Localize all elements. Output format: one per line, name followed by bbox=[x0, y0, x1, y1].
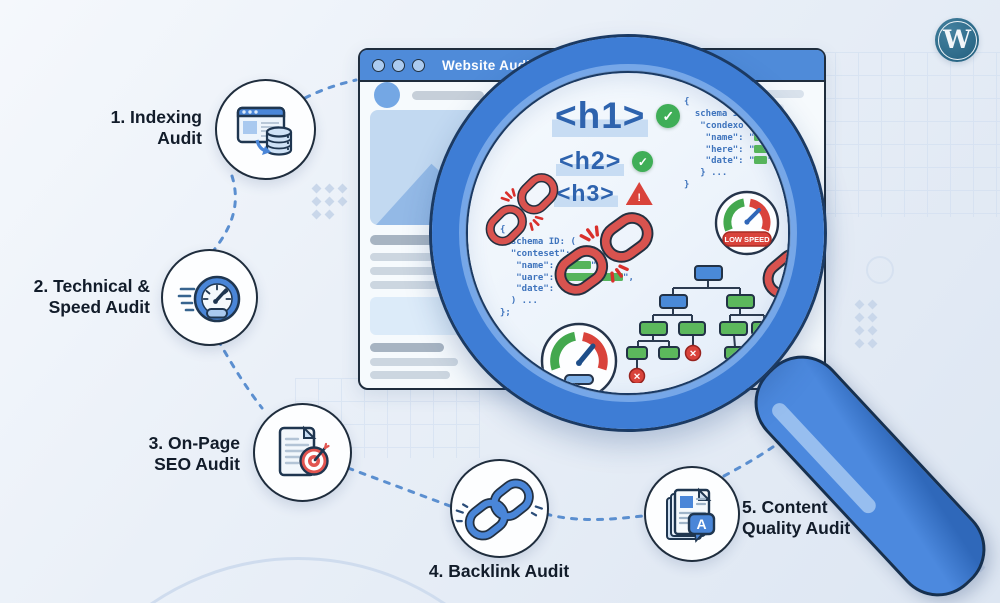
sitemap-tree: ✕ ✕ ✕ ✕ bbox=[626, 265, 777, 383]
step-circle-backlink bbox=[450, 459, 549, 558]
step-circle-content: A bbox=[644, 466, 740, 562]
wordpress-logo-icon: W bbox=[935, 18, 979, 62]
broken-link-icon bbox=[554, 212, 654, 296]
decorative-circle bbox=[866, 256, 894, 284]
broken-link-icon bbox=[485, 173, 559, 246]
browser-to-database-icon bbox=[236, 106, 292, 156]
step-label-technical: 2. Technical & Speed Audit bbox=[33, 276, 150, 317]
window-control-icon bbox=[392, 58, 405, 72]
content-pages-icon: A bbox=[666, 487, 716, 543]
dotted-connector bbox=[544, 512, 644, 521]
diamond-dots bbox=[853, 298, 879, 350]
dotted-connector bbox=[212, 174, 237, 252]
h2-check-row: <h2> ✓ bbox=[556, 147, 654, 176]
schema-code-block: { schema Il?: { "condexo": { "name": " "… bbox=[684, 97, 788, 192]
window-title: Website Audit bbox=[442, 57, 536, 73]
value-bar bbox=[754, 144, 788, 153]
dotted-connector bbox=[346, 466, 452, 508]
cross-icon: ✕ bbox=[762, 349, 770, 359]
text-line-bar bbox=[370, 358, 458, 366]
low-speed-label: LOW SPEED bbox=[724, 235, 770, 244]
step-label-content: 5. Content Quality Audit bbox=[742, 497, 851, 538]
text-line-bar bbox=[370, 235, 466, 245]
cross-icon: ✕ bbox=[633, 372, 641, 382]
magnifying-glass: <h1> ✓ <h2> ✓ <h3> ! { schema Il?: { "co… bbox=[432, 37, 824, 429]
window-control-icon bbox=[412, 58, 425, 72]
step-label-backlink: 4. Backlink Audit bbox=[428, 561, 570, 581]
text-line-bar bbox=[370, 371, 450, 379]
text-line-bar bbox=[370, 281, 456, 289]
wordpress-letter: W bbox=[942, 24, 972, 54]
step-label-onpage: 3. On-Page SEO Audit bbox=[148, 433, 240, 474]
value-bar bbox=[565, 260, 592, 269]
window-control-icon bbox=[372, 58, 385, 72]
h1-tag: <h1> bbox=[552, 95, 649, 137]
h3-warning-row: <h3> ! bbox=[554, 180, 653, 207]
step-circle-onpage bbox=[253, 403, 352, 502]
value-bar bbox=[754, 156, 768, 165]
step-circle-speed bbox=[161, 249, 258, 346]
grid-pattern bbox=[812, 52, 1000, 217]
speed-gauge-icon bbox=[540, 322, 618, 393]
check-icon: ✓ bbox=[656, 104, 681, 128]
chain-link-icon bbox=[454, 478, 543, 540]
avatar bbox=[374, 82, 400, 108]
h1-check-row: <h1> ✓ bbox=[552, 95, 681, 137]
magnifier-ring-highlight bbox=[459, 64, 797, 402]
text-line-bar bbox=[748, 90, 804, 98]
text-line-bar bbox=[370, 267, 466, 275]
text-line-bar bbox=[370, 343, 444, 352]
grade-a-badge: A bbox=[696, 516, 706, 532]
dotted-connector bbox=[216, 338, 264, 410]
document-target-icon bbox=[278, 425, 330, 476]
magnifier-lens: <h1> ✓ <h2> ✓ <h3> ! { schema Il?: { "co… bbox=[468, 73, 788, 393]
step-circle-indexing bbox=[215, 79, 316, 180]
value-bar bbox=[754, 132, 788, 141]
check-icon: ✓ bbox=[632, 151, 654, 172]
text-line-bar bbox=[412, 91, 484, 100]
h2-tag: <h2> bbox=[556, 147, 625, 176]
dotted-connector bbox=[303, 78, 358, 100]
text-line-bar bbox=[370, 253, 460, 261]
broken-link-icon bbox=[762, 248, 788, 300]
cross-icon: ✕ bbox=[689, 349, 697, 359]
speedometer-icon bbox=[177, 275, 240, 322]
low-speed-gauge-icon: LOW SPEED bbox=[714, 190, 780, 256]
step-label-indexing: 1. Indexing Audit bbox=[110, 107, 202, 148]
h3-tag: <h3> bbox=[554, 180, 618, 207]
cross-icon: ✕ bbox=[732, 372, 740, 382]
diamond-dots bbox=[310, 182, 349, 221]
